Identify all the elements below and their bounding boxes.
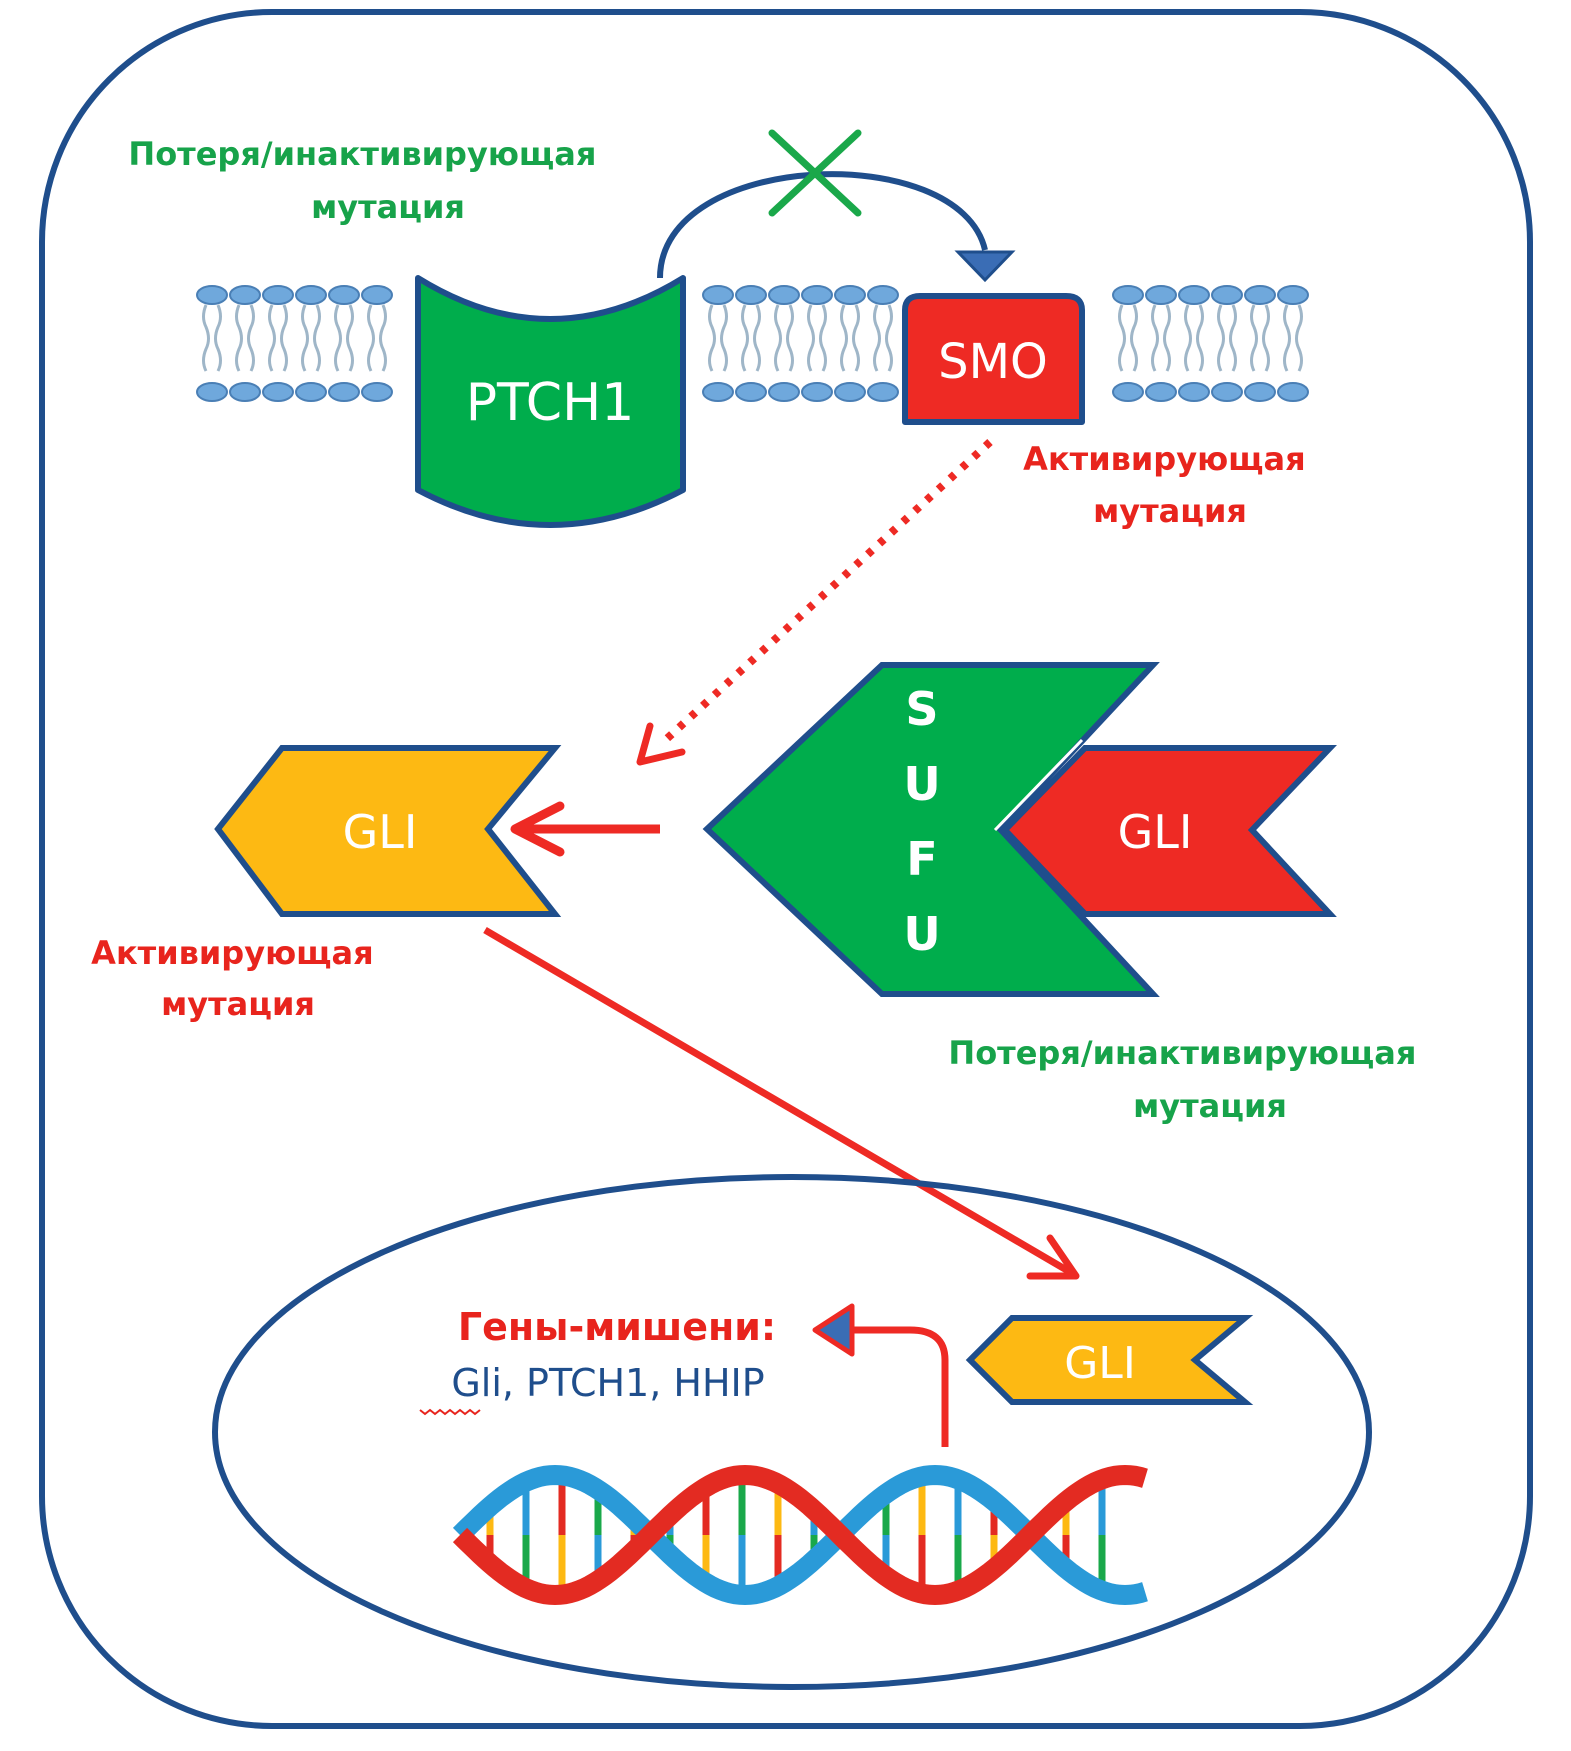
sufu-mutation-line1: Потеря/инактивирующая [948,1034,1416,1072]
sufu-mutation-line2: мутация [1133,1087,1287,1125]
smo-mutation-line1: Активирующая [1023,440,1306,478]
sufu-mutation-label: Потеря/инактивирующая мутация [948,1034,1427,1125]
dna-strand-red [452,1464,1148,1606]
sufu-letter: S [905,682,938,736]
smo-receptor: SMO [902,293,1085,425]
lipid-icon [262,285,294,402]
dna-helix-icon [452,1464,1148,1606]
gli-mutation-line2: мутация [161,985,315,1023]
gli-nuclear-label: GLI [1064,1338,1136,1389]
target-genes-list: Gli, PTCH1, HHIP [451,1361,764,1405]
gli-mutation-label: Активирующая мутация [91,934,385,1023]
target-gene-gli: Gli [451,1361,502,1405]
transcription-arrow [850,1326,949,1447]
arrowhead-icon [636,722,686,766]
lipid-icon [1277,285,1309,402]
lipid-icon [1178,285,1210,402]
lipid-icon [196,285,228,402]
lipid-icon [867,285,899,402]
lipid-icon [1145,285,1177,402]
target-genes-rest: , PTCH1, HHIP [502,1361,765,1405]
arrowhead-icon [1026,1234,1080,1280]
smo-mutation-line2: мутация [1093,492,1247,530]
dotted-activation-arrow [657,439,993,748]
gli-bound-label: GLI [1118,805,1193,859]
smo-label: SMO [938,334,1048,390]
gli-active-label: GLI [343,805,418,859]
spellcheck-underline [419,1408,481,1416]
cross-icon [768,129,862,217]
smo-mutation-label: Активирующая мутация [1023,440,1317,530]
cell-boundary [39,9,1533,1729]
lipid-icon [1211,285,1243,402]
nuclear-translocation-arrow [483,926,1072,1276]
sufu-letter: U [903,907,940,961]
ptch1-mutation-label: Потеря/инактивирующая мутация [128,135,607,226]
ptch1-label: PTCH1 [466,373,635,433]
sufu-letter: U [903,757,940,811]
inhibition-arrow [657,171,988,279]
ptch1-mutation-line1: Потеря/инактивирующая [128,135,596,173]
gli-bound-protein: GLI [993,738,1337,917]
target-genes-title: Гены-мишени: [458,1305,776,1349]
lipid-icon [1244,285,1276,402]
lipid-icon [295,285,327,402]
arrowhead-icon [510,801,565,857]
nucleus [212,1174,1372,1690]
gli-mutation-line1: Активирующая [91,934,374,972]
lipid-icon [361,285,393,402]
lipid-icon [1112,285,1144,402]
lipid-icon [229,285,261,402]
lipid-icon [801,285,833,402]
arrowhead-icon [812,1303,855,1357]
lipid-icon [702,285,734,402]
lipid-bilayer-icon [196,285,1309,402]
arrowhead-icon [954,250,1016,283]
gli-nuclear-protein: GLI [965,1315,1254,1405]
lipid-icon [834,285,866,402]
ptch1-mutation-line2: мутация [311,188,465,226]
ptch1-receptor: PTCH1 [415,275,686,528]
lipid-icon [768,285,800,402]
sufu-letter: F [906,832,937,886]
lipid-icon [735,285,767,402]
lipid-icon [328,285,360,402]
gli-active-protein: GLI [214,745,562,917]
